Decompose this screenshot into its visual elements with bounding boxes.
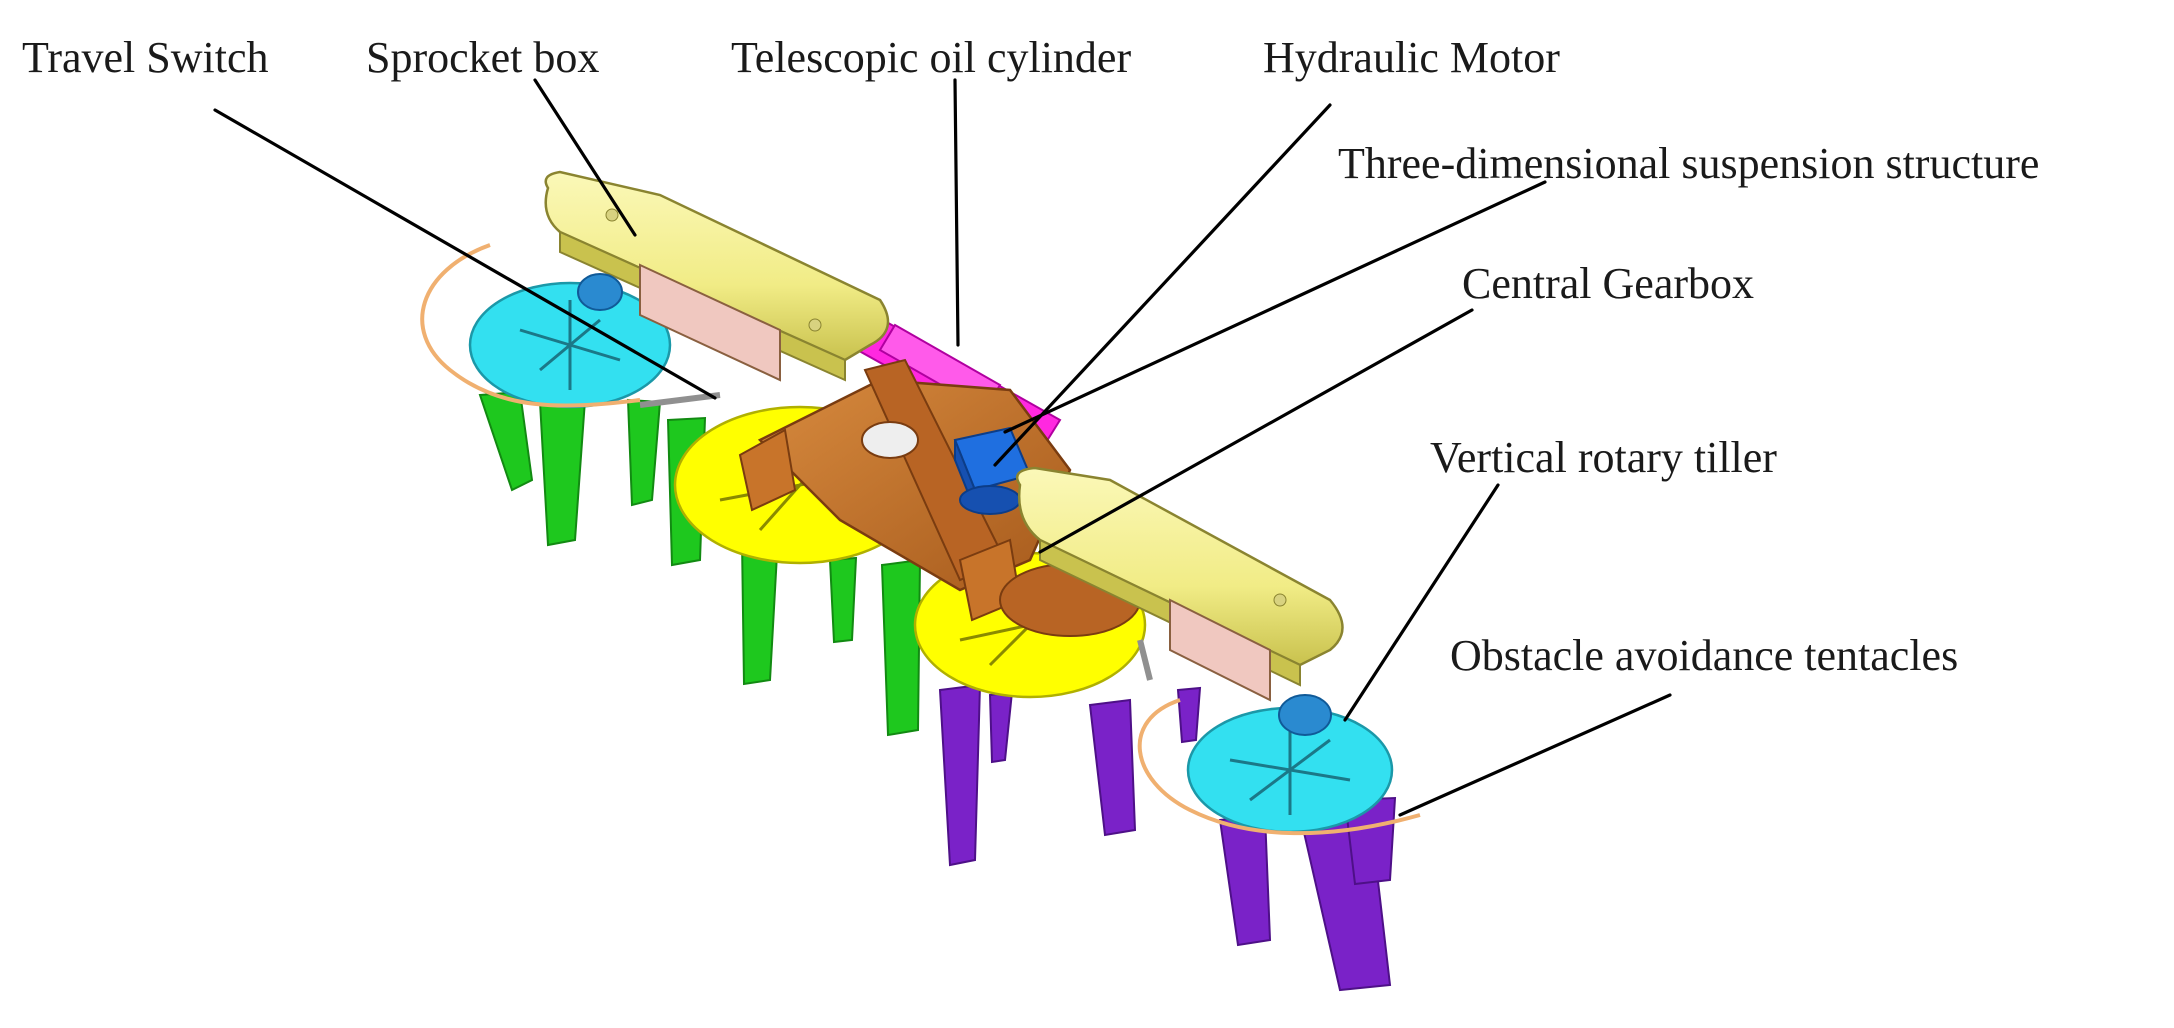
hydraulic-motor <box>953 426 1032 515</box>
left-sprocket-box <box>544 170 890 382</box>
machine-illustration <box>420 170 1421 992</box>
leader-rotary-tiller <box>1343 483 1500 722</box>
label-central-gearbox: Central Gearbox <box>1462 259 1754 308</box>
leader-sprocket-box <box>533 78 637 237</box>
leader-hydraulic-motor <box>993 103 1332 467</box>
travel-switches <box>639 392 1153 681</box>
leader-tentacles <box>1398 693 1672 817</box>
label-travel-switch: Travel Switch <box>22 33 269 82</box>
label-tentacles: Obstacle avoidance tentacles <box>1450 631 1958 680</box>
label-sprocket-box: Sprocket box <box>366 33 599 82</box>
label-suspension-structure: Three-dimensional suspension structure <box>1338 139 2039 188</box>
labels: Travel Switch Sprocket box Telescopic oi… <box>22 33 2039 680</box>
label-telescopic-cylinder: Telescopic oil cylinder <box>731 33 1131 82</box>
leader-telescopic-cylinder <box>953 78 960 347</box>
leader-lines <box>213 78 1672 817</box>
central-gearbox-frame <box>738 358 1141 637</box>
obstacle-tentacles <box>420 243 1421 836</box>
right-sprocket-box <box>1015 466 1344 736</box>
leader-travel-switch <box>213 108 717 400</box>
leader-central-gearbox <box>1038 308 1474 554</box>
label-rotary-tiller: Vertical rotary tiller <box>1430 433 1777 482</box>
label-hydraulic-motor: Hydraulic Motor <box>1263 33 1560 82</box>
leader-suspension-structure <box>1003 180 1547 434</box>
